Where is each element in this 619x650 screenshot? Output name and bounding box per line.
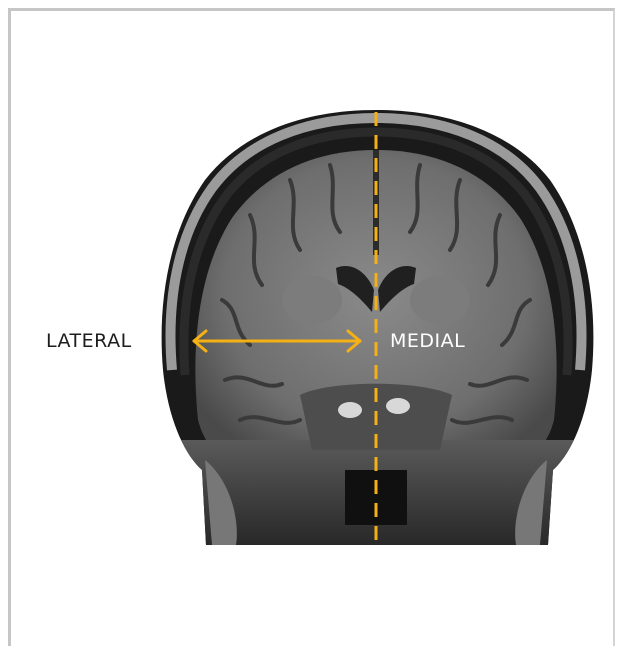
head-scan	[150, 100, 610, 550]
label-lateral: LATERAL	[46, 332, 132, 351]
label-medial: MEDIAL	[390, 332, 465, 351]
